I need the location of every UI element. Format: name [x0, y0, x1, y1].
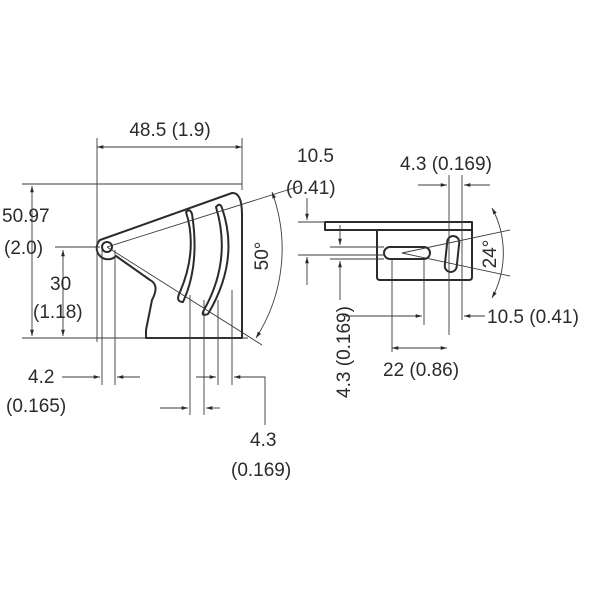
pivot-height-dimension: 30	[50, 274, 71, 295]
slot-vertical-dimension: 4.3 (0.169)	[334, 306, 355, 398]
pivot-height-dimension-inches: (1.18)	[33, 302, 83, 323]
thickness-dimension-inches: (0.41)	[286, 178, 336, 199]
slot-width-dimension: 4.3	[250, 430, 276, 451]
arc-slot	[443, 235, 461, 273]
angle-dimension: 24°	[480, 240, 501, 269]
thickness-dimension: 10.5	[297, 146, 334, 167]
spacing-dimension: 22 (0.86)	[383, 360, 459, 381]
straight-slot	[383, 246, 431, 260]
offset-dimension: 10.5 (0.41)	[487, 307, 579, 328]
angle-dimension: 50°	[252, 242, 273, 271]
hole-dimension: 4.2	[28, 367, 54, 388]
top-view-outline	[324, 221, 473, 281]
hole-dimension-inches: (0.165)	[6, 396, 66, 417]
height-dimension: 50.97	[2, 206, 50, 227]
pivot-hole	[101, 241, 113, 253]
arc-slot	[201, 203, 230, 316]
slot-width-dimension-inches: (0.169)	[231, 460, 291, 481]
arc-slot	[177, 209, 196, 303]
slot-width-dimension: 4.3 (0.169)	[400, 154, 492, 175]
side-view-dimensions	[22, 138, 301, 425]
width-dimension: 48.5 (1.9)	[129, 120, 210, 141]
height-dimension-inches: (2.0)	[4, 238, 43, 259]
top-view-dimensions	[298, 175, 511, 352]
side-view-outline	[95, 191, 243, 339]
